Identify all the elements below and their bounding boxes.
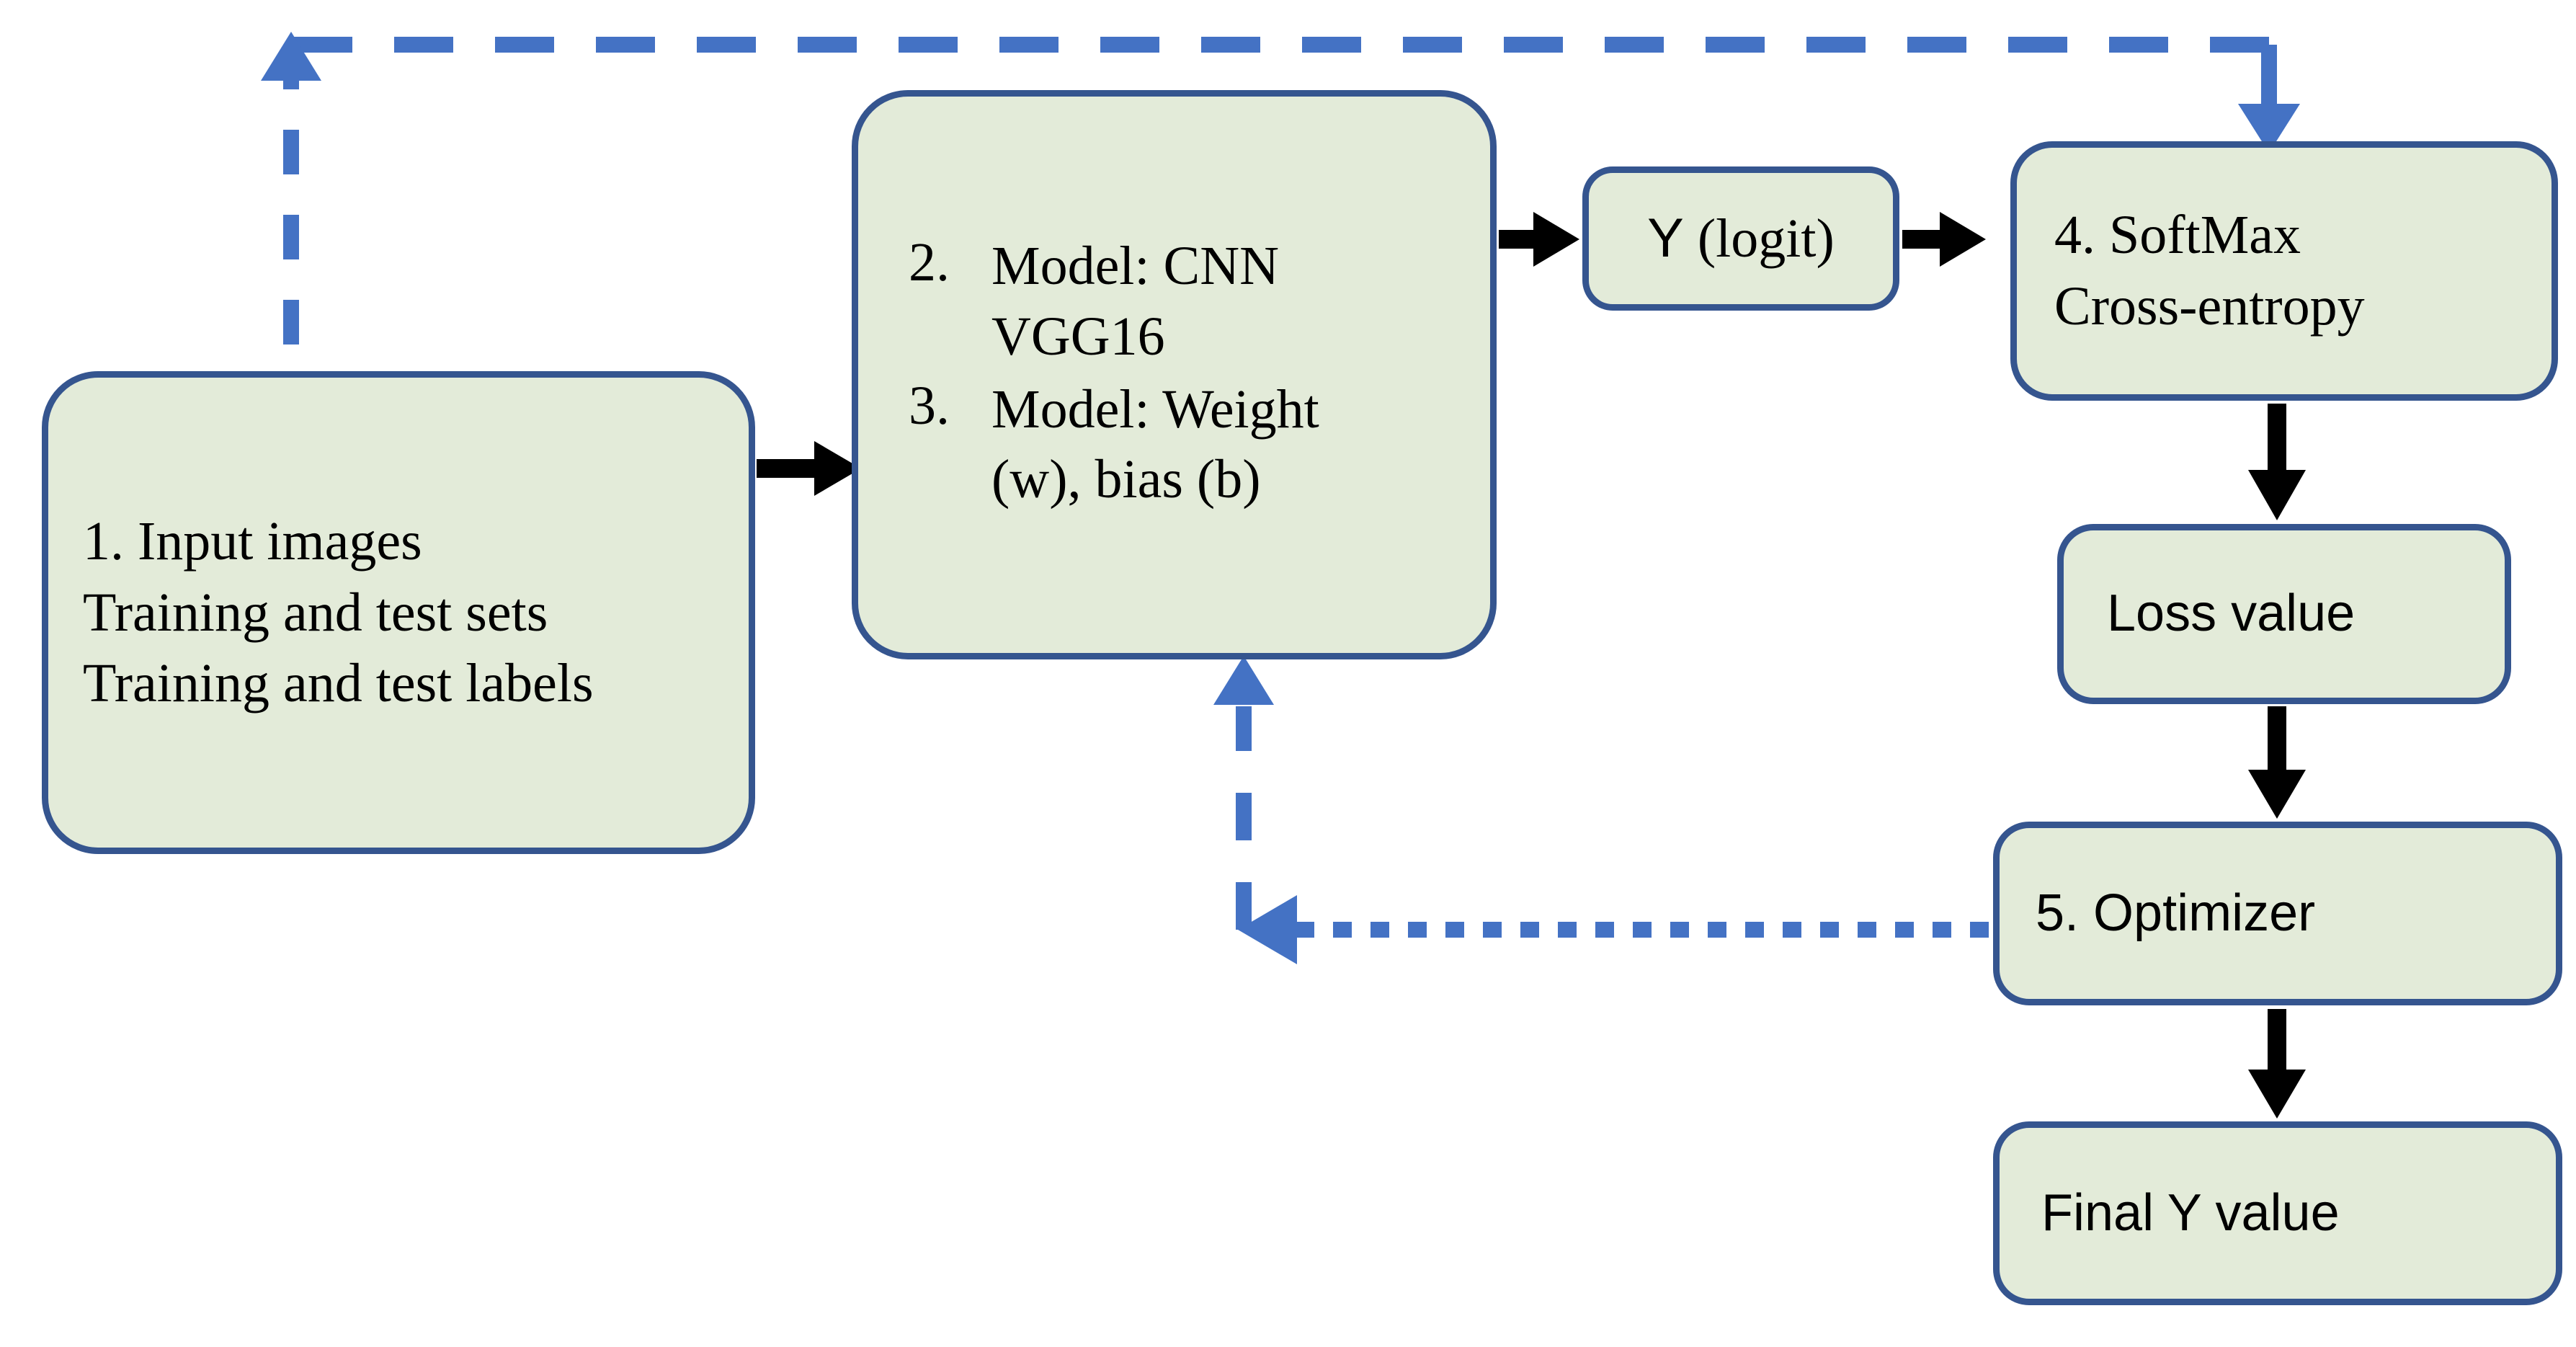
node-y-logit[interactable]: Y (logit) xyxy=(1582,166,1899,311)
edge-logit-to-softmax xyxy=(1902,212,1986,267)
node-input-images[interactable]: 1. Input images Training and test sets T… xyxy=(42,371,755,854)
node-y-logit-label: Y (logit) xyxy=(1647,203,1835,275)
node-optimizer-label: 5. Optimizer xyxy=(2036,884,2316,942)
edge-optimizer-to-model-feedback xyxy=(1213,656,1989,964)
list-item: 3. Model: Weight (w), bias (b) xyxy=(909,375,1490,515)
node-optimizer[interactable]: 5. Optimizer xyxy=(1993,822,2562,1005)
edge-optimizer-to-final-y xyxy=(2248,1009,2306,1119)
list-item-label: Model: CNN VGG16 xyxy=(991,236,1279,367)
list-item-label: Model: Weight (w), bias (b) xyxy=(991,379,1319,510)
node-final-y-value[interactable]: Final Y value xyxy=(1993,1121,2562,1305)
edge-model-to-logit xyxy=(1499,212,1579,267)
node-softmax-cross-entropy-label: 4. SoftMax Cross-entropy xyxy=(2054,205,2365,337)
node-loss-value[interactable]: Loss value xyxy=(2057,524,2511,704)
list-item-marker: 2. xyxy=(909,232,950,293)
model-step-list: 2. Model: CNN VGG16 3. Model: Weight (w)… xyxy=(858,231,1490,517)
edge-softmax-to-loss xyxy=(2248,404,2306,520)
list-item: 2. Model: CNN VGG16 xyxy=(909,231,1490,372)
node-y-logit-suffix: (logit) xyxy=(1683,208,1835,269)
node-input-images-label: 1. Input images Training and test sets T… xyxy=(83,510,594,714)
node-y-logit-prefix: Y xyxy=(1647,207,1684,269)
node-final-y-value-label: Final Y value xyxy=(2041,1183,2340,1242)
list-item-marker: 3. xyxy=(909,375,950,436)
edge-input-to-model xyxy=(757,441,861,496)
node-softmax-cross-entropy[interactable]: 4. SoftMax Cross-entropy xyxy=(2010,141,2558,401)
edge-loss-to-optimizer xyxy=(2248,706,2306,819)
node-model[interactable]: 2. Model: CNN VGG16 3. Model: Weight (w)… xyxy=(852,90,1497,659)
node-loss-value-label: Loss value xyxy=(2107,584,2356,643)
